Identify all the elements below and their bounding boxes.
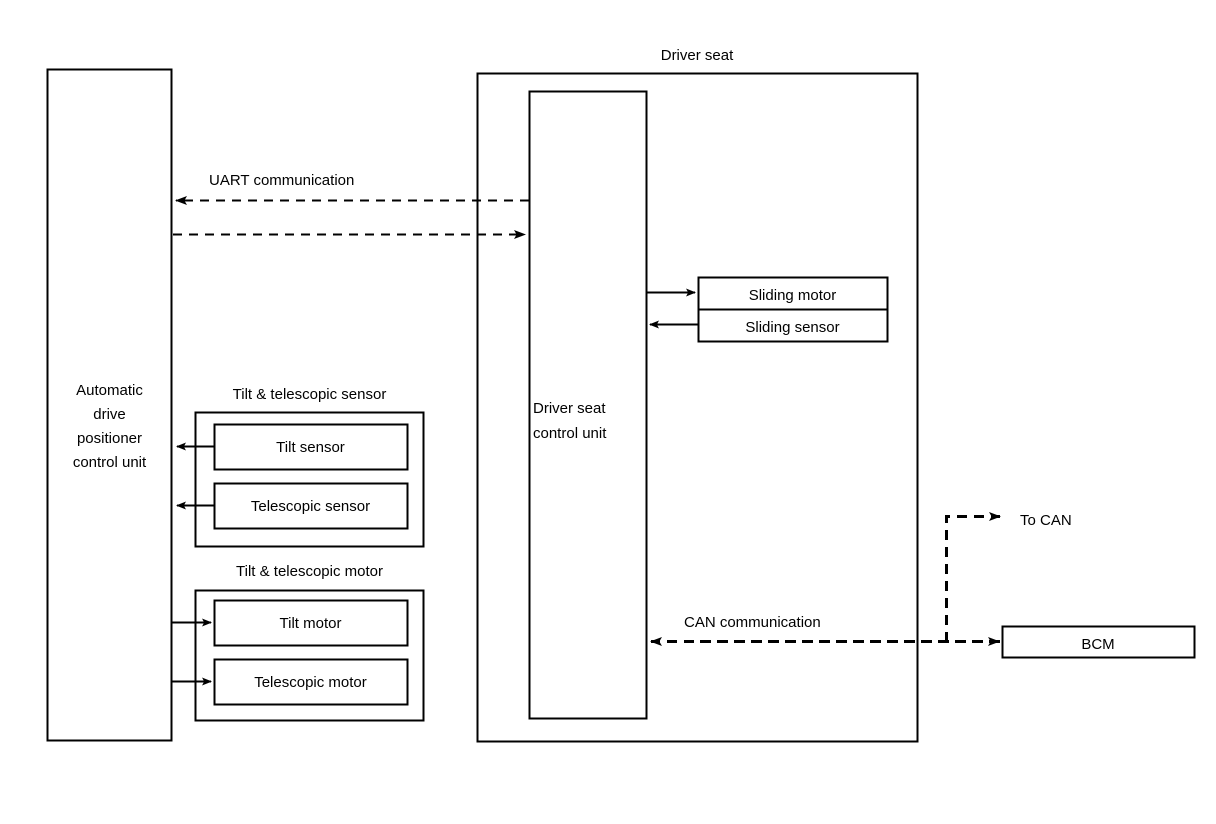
- sliding-motor-label: Sliding motor: [748, 287, 837, 304]
- tilt-motor-box: [213, 599, 409, 647]
- driver-seat-control-unit-box: [528, 90, 648, 720]
- telescopic-sensor-label: Telescopic sensor: [250, 498, 371, 515]
- telescopic-motor-box: [213, 658, 409, 706]
- sliding-motor-box: [697, 276, 889, 311]
- to-can-branch-line: [945, 512, 1001, 642]
- tilt-sensor-box: [213, 423, 409, 471]
- tilt-telescopic-motor-group-label: Tilt & telescopic motor: [236, 563, 383, 580]
- sliding-sensor-box: [697, 308, 889, 343]
- driver-seat-control-unit-label: Driver seat control unit: [533, 400, 607, 442]
- can-communication-label: CAN communication: [684, 614, 821, 631]
- tilt-sensor-label: Tilt sensor: [276, 439, 345, 456]
- automatic-drive-positioner-box: [46, 68, 173, 742]
- bcm-box: [1001, 625, 1196, 659]
- telescopic-sensor-box: [213, 482, 409, 530]
- automatic-drive-positioner-label: Automatic drive positioner control unit: [72, 382, 147, 471]
- driver-seat-title: Driver seat: [660, 47, 734, 64]
- bcm-label: BCM: [1081, 636, 1115, 653]
- sliding-sensor-label: Sliding sensor: [745, 319, 840, 336]
- tilt-telescopic-sensor-group-label: Tilt & telescopic sensor: [232, 386, 387, 403]
- telescopic-motor-label: Telescopic motor: [254, 674, 367, 691]
- uart-communication-label: UART communication: [209, 172, 355, 189]
- tilt-motor-label: Tilt motor: [279, 615, 342, 632]
- to-can-label: To CAN: [1020, 512, 1072, 529]
